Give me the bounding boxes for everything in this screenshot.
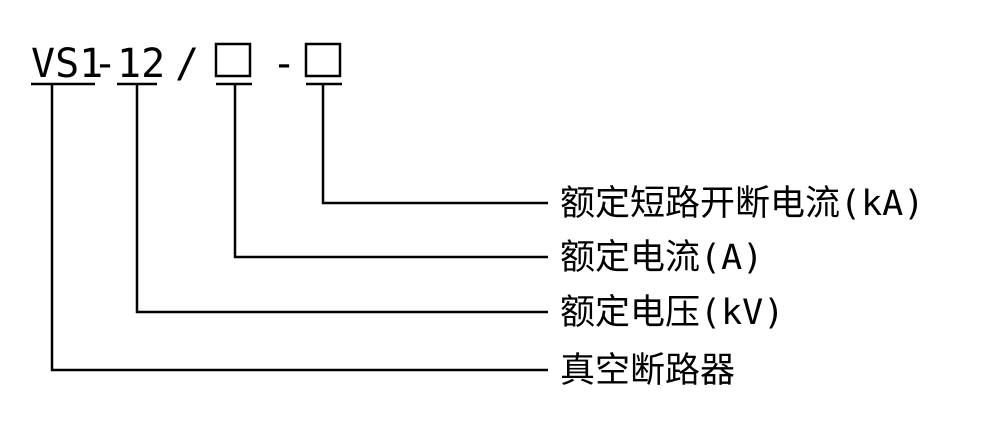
leader-line-rated-voltage bbox=[135, 84, 548, 314]
code-voltage: 12 bbox=[117, 41, 165, 87]
label-product-type: 真空断路器 bbox=[560, 351, 735, 391]
label-rated-current: 额定电流(A) bbox=[560, 238, 763, 278]
leader-line-product-type bbox=[50, 84, 548, 372]
label-rated-voltage: 额定电压(kV) bbox=[560, 293, 784, 333]
code-dash-1: - bbox=[93, 41, 117, 87]
leader-line-rated-current bbox=[233, 84, 548, 259]
leader-line-breaking-current bbox=[321, 84, 548, 205]
label-breaking-current: 额定短路开断电流(kA) bbox=[560, 184, 924, 224]
code-slash: / bbox=[175, 41, 199, 87]
breaking-current-placeholder-box bbox=[304, 42, 342, 78]
code-series: VS1 bbox=[31, 41, 103, 87]
current-placeholder-box bbox=[214, 42, 252, 78]
code-dash-2: - bbox=[272, 41, 296, 87]
